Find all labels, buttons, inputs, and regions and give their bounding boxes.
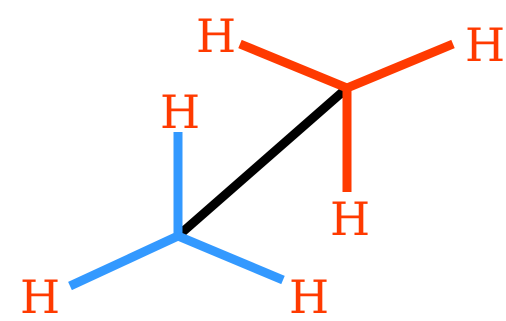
atom-label-upper-h-bottom: H	[330, 192, 370, 246]
atom-label-lower-h-left: H	[20, 270, 60, 321]
atom-label-lower-h-right: H	[289, 270, 329, 321]
atom-label-upper-h-right: H	[465, 18, 505, 72]
central-bond	[175, 84, 350, 240]
atom-label-lower-h-top: H	[160, 85, 200, 139]
upper-bond-right	[345, 39, 455, 93]
lower-bond-right	[176, 231, 285, 285]
upper-bond-left	[238, 39, 349, 93]
atom-label-upper-h-left: H	[196, 9, 236, 63]
lower-bond-left	[68, 231, 180, 291]
